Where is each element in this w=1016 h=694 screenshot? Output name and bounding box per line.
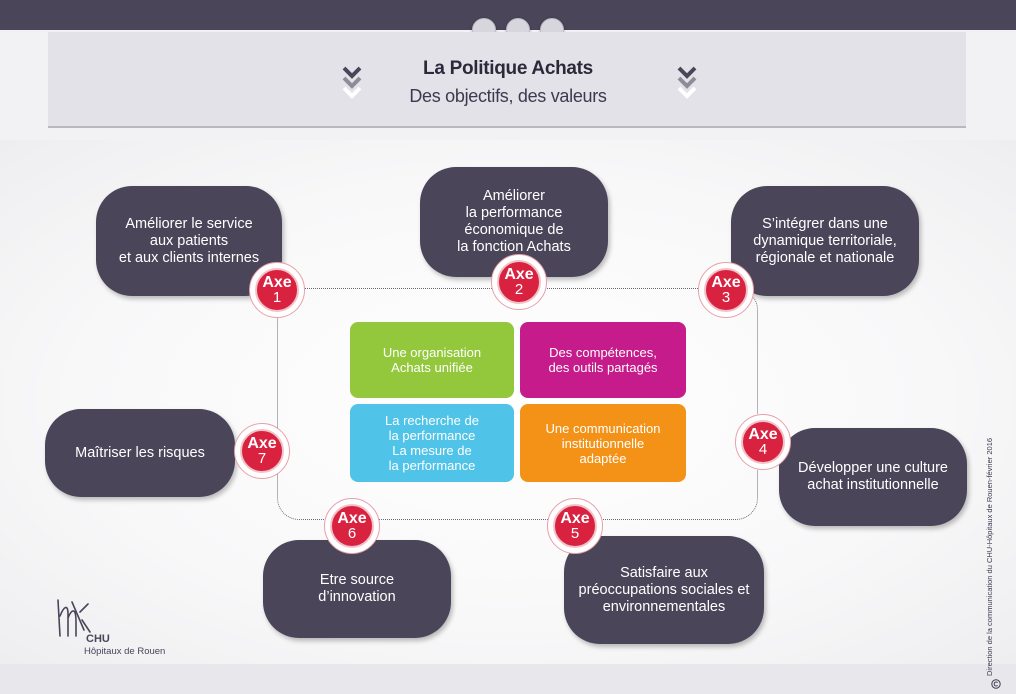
axe-number: 3 [721, 289, 731, 306]
chevron-down-icon [342, 66, 362, 99]
page-subtitle: Des objectifs, des valeurs [409, 86, 607, 106]
axe-number: 6 [347, 525, 357, 542]
copyright-icon [991, 679, 1001, 689]
axe-number: 2 [514, 281, 524, 298]
logo-hospital-name: Hôpitaux de Rouen [84, 646, 166, 657]
page-title: La Politique Achats [423, 58, 593, 79]
value-tile-competences: Des compétences, des outils partagés [520, 322, 686, 398]
axe-label: Axe [247, 435, 277, 452]
axe-label: Axe [337, 510, 367, 527]
chu-logo-icon [57, 599, 91, 637]
axe-label: Axe [711, 274, 741, 291]
axe-label: Axe [504, 266, 534, 283]
axis-bubble-5: Satisfaire aux préoccupations sociales e… [564, 536, 764, 644]
axe-label: Axe [748, 426, 778, 443]
axe-number: 5 [570, 525, 580, 542]
axis-bubble-6: Etre source d’innovation [263, 540, 451, 638]
logo-brand: CHU [86, 633, 110, 645]
value-tile-communication: Une communication institutionnelle adapt… [520, 404, 686, 482]
axe-label: Axe [560, 510, 590, 527]
axe-label: Axe [262, 274, 292, 291]
bottom-band [0, 664, 1016, 694]
chevron-down-icon [677, 66, 697, 99]
axe-number: 4 [758, 441, 768, 458]
credit-text: Direction de la communication du CHU-Hôp… [985, 437, 994, 676]
connection-frame [277, 288, 758, 520]
value-tile-performance: La recherche de la performance La mesure… [350, 404, 514, 482]
axis-bubble-3: S’intégrer dans une dynamique territoria… [731, 186, 919, 296]
axe-number: 1 [272, 289, 282, 306]
header-panel [48, 32, 966, 128]
axis-bubble-7: Maîtriser les risques [45, 409, 235, 497]
value-tile-organisation: Une organisation Achats unifiée [350, 322, 514, 398]
axis-bubble-4: Développer une culture achat institution… [779, 428, 967, 526]
axe-number: 7 [257, 450, 267, 467]
axis-bubble-1: Améliorer le service aux patients et aux… [96, 186, 282, 296]
